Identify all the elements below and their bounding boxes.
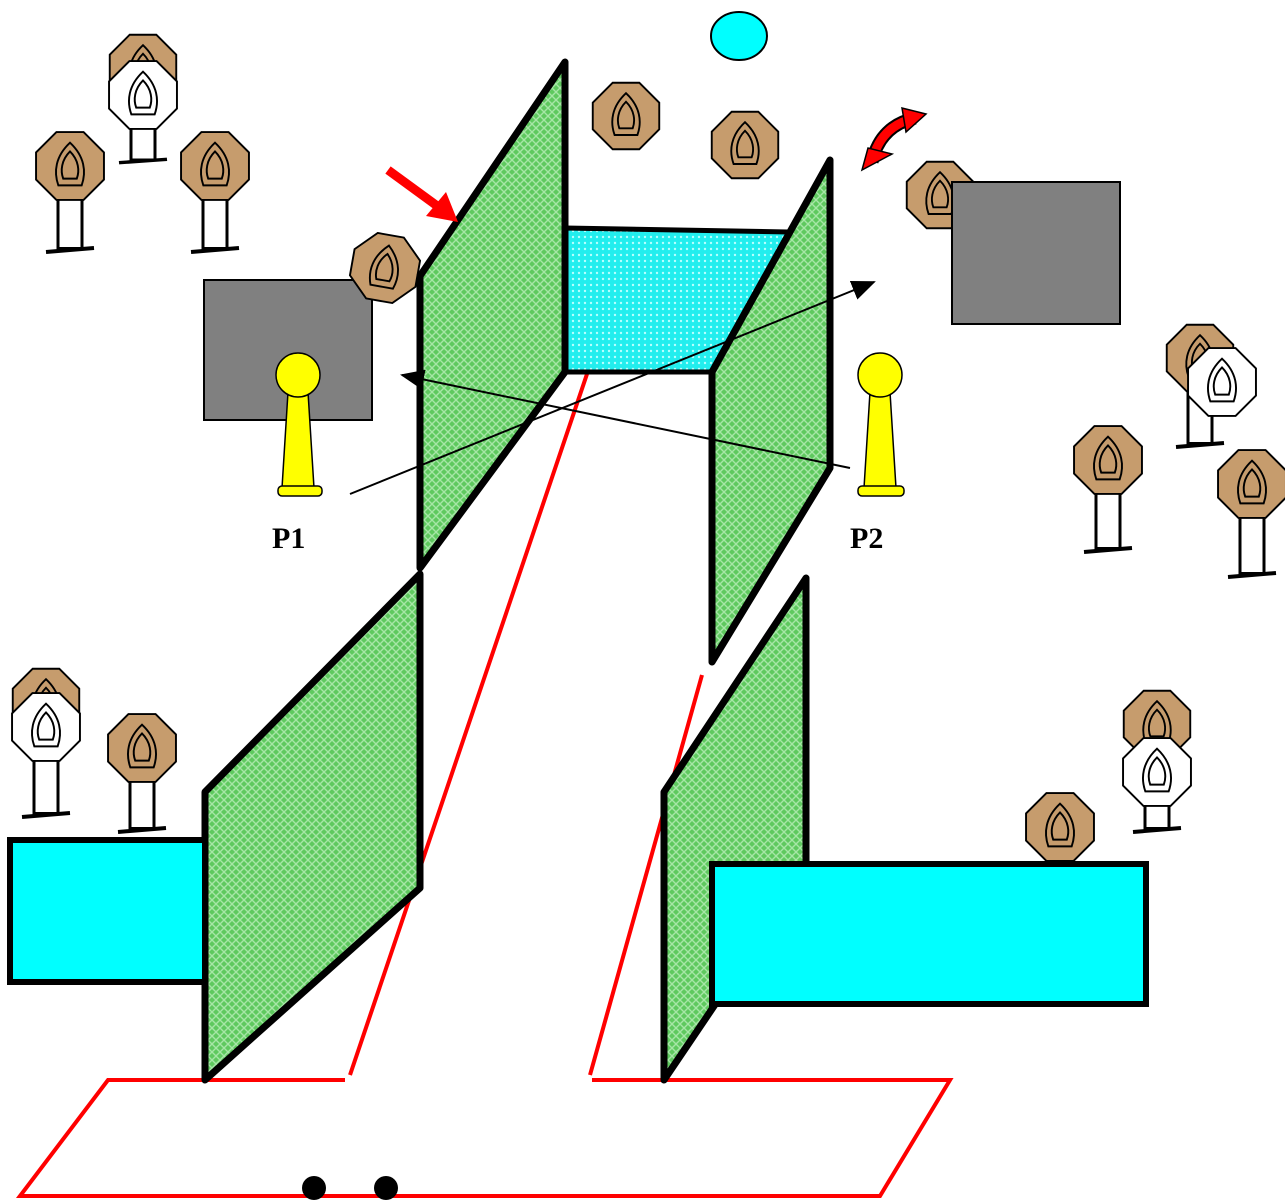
- no-shoot-target: [108, 60, 178, 130]
- popper-icon: [857, 352, 905, 497]
- no-shoot-target: [1187, 347, 1257, 417]
- wall-bottom-left: [201, 570, 424, 1084]
- label-p2: P2: [850, 522, 883, 555]
- swinger-arrow-icon: [860, 106, 928, 172]
- target-cluster-right: [1073, 323, 1285, 579]
- no-shoot-target: [11, 692, 81, 762]
- target-top-middle-2: [710, 110, 780, 180]
- dot-icon: [302, 1176, 326, 1200]
- wall-top-right: [708, 156, 834, 666]
- popper-icon: [275, 352, 323, 497]
- activation-arrow-p2: [400, 369, 851, 469]
- target-top-middle-1: [591, 81, 661, 151]
- dot-icon: [374, 1176, 398, 1200]
- barrel-right-front: [951, 181, 1121, 325]
- water-box-left: [7, 837, 208, 985]
- walls: [201, 58, 834, 1084]
- wall-top-left: [416, 58, 569, 572]
- label-p1: P1: [272, 522, 305, 555]
- red-pointer-arrow: [385, 166, 458, 222]
- target-cluster-bottom-right: [1025, 689, 1192, 862]
- top-disc: [710, 11, 768, 61]
- water-box-right: [709, 861, 1149, 1007]
- no-shoot-target: [1122, 737, 1192, 807]
- target-cluster-top-left: [35, 33, 250, 254]
- target-cluster-bottom-left: [11, 667, 177, 834]
- activation-arrow-p1: [349, 280, 876, 495]
